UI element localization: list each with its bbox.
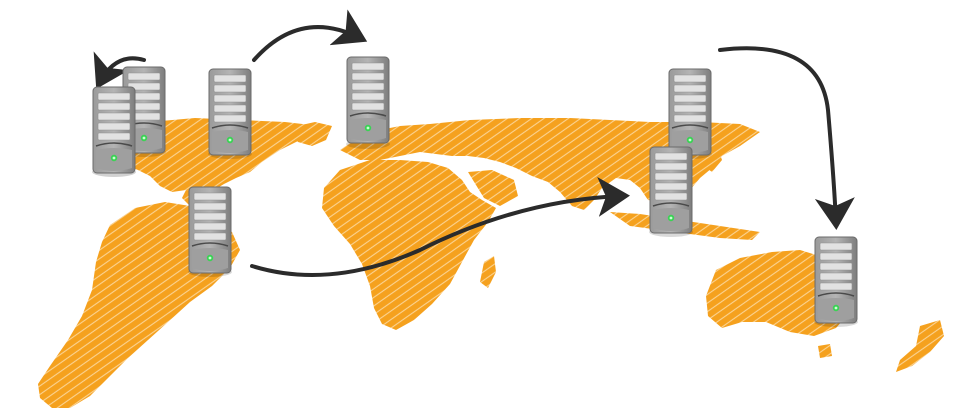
server-australia [814, 236, 858, 327]
continent-africa [322, 160, 496, 330]
server-north-america-front [92, 86, 136, 177]
server-southeast-asia [649, 146, 693, 237]
servers [92, 56, 858, 327]
arrow-south-america-to-southeast-asia [250, 176, 630, 277]
continent-madagascar [480, 256, 496, 288]
continents [38, 118, 944, 408]
continent-tasmania [818, 344, 832, 358]
arrow-na-to-europe [252, 9, 368, 62]
server-north-america-east [208, 68, 252, 159]
arrow-na-to-na-back [93, 51, 146, 90]
server-south-america [188, 186, 232, 277]
server-europe [346, 56, 390, 149]
arrow-east-asia-to-australia [718, 46, 855, 230]
connection-arrows [93, 9, 855, 277]
continent-arabia [468, 170, 518, 206]
continent-greenland [288, 122, 332, 146]
continent-new-zealand [896, 320, 944, 372]
server-east-asia [668, 68, 712, 159]
